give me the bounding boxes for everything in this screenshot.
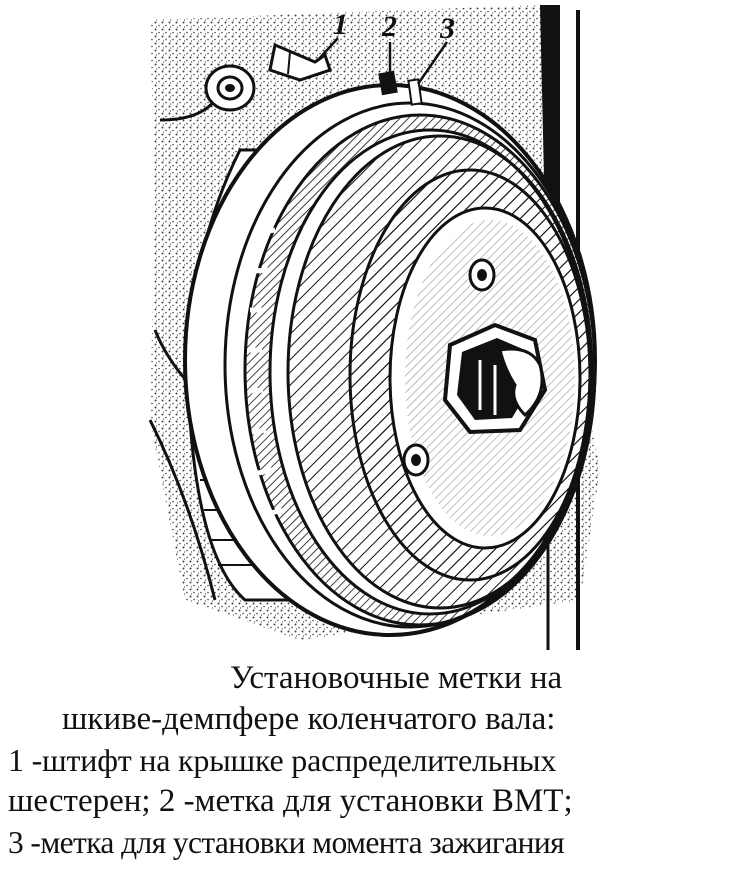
caption-line-3: 1 -штифт на крышке распределительных [8,742,557,778]
callout-3: 3 [439,12,455,45]
callout-2: 2 [381,10,397,43]
marks-on-rim [378,70,423,106]
caption-line-2: шкиве-демпфере коленчатого вала: [62,701,556,737]
leader-lines [317,37,449,85]
crankshaft-ratchet-nut [442,322,548,435]
hub-bolt-lower [402,443,430,477]
caption-line-1: Установочные метки на [230,660,563,696]
cover-bolt [204,64,256,112]
callout-1: 1 [333,8,348,41]
caption-line-5: 3 -метка для установки момента зажигания [8,825,565,860]
pulley-damper-drawing: 1 2 3 [148,5,600,650]
figure-caption: Установочные метки на шкиве-демпфере кол… [0,650,735,880]
timing-pin [268,42,332,82]
caption-line-4: шестерен; 2 -метка для установки ВМТ; [8,783,573,819]
hub-bolt-upper [468,258,496,292]
